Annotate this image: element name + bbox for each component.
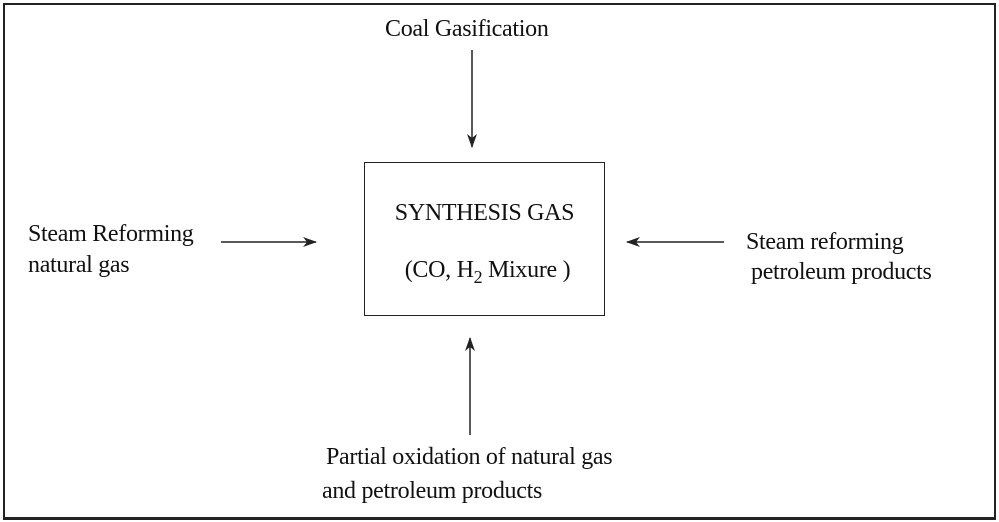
- input-steam-reforming-natural-gas-line1: Steam Reforming: [28, 221, 194, 247]
- input-coal-gasification: Coal Gasification: [385, 16, 549, 42]
- input-steam-reforming-petroleum-line2: petroleum products: [751, 259, 932, 285]
- synthesis-gas-formula: (CO, H2 Mixure ): [365, 255, 604, 292]
- diagram-frame: [3, 3, 996, 520]
- formula-subscript: 2: [473, 267, 483, 287]
- synthesis-gas-title: SYNTHESIS GAS: [394, 200, 575, 226]
- input-partial-oxidation-line1: Partial oxidation of natural gas: [326, 444, 613, 470]
- input-steam-reforming-natural-gas-line2: natural gas: [28, 252, 130, 278]
- input-steam-reforming-petroleum-line1: Steam reforming: [746, 229, 904, 255]
- formula-prefix: (CO, H: [404, 257, 474, 283]
- input-partial-oxidation-line2: and petroleum products: [322, 478, 543, 504]
- formula-suffix: Mixure ): [482, 257, 571, 283]
- synthesis-gas-box: SYNTHESIS GAS (CO, H2 Mixure ): [364, 162, 605, 316]
